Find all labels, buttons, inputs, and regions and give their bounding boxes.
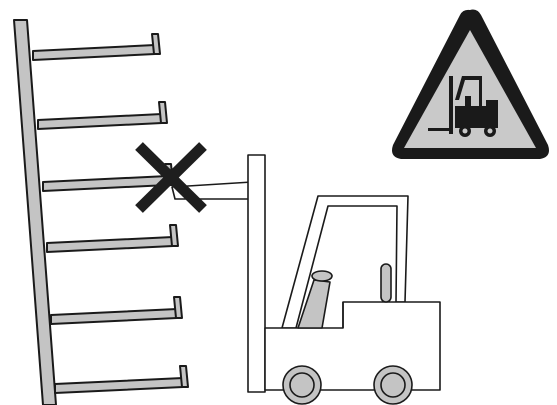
rack-arm bbox=[51, 297, 182, 324]
forklift-steering bbox=[381, 264, 391, 302]
forklift-seat-top bbox=[312, 271, 332, 281]
forklift-rear-hub bbox=[381, 373, 405, 397]
forklift-front-hub bbox=[290, 373, 314, 397]
forklift-icon bbox=[172, 155, 440, 404]
rack-arm bbox=[43, 164, 173, 191]
rack-arm bbox=[55, 366, 188, 393]
cantilever-rack-icon bbox=[14, 20, 188, 405]
rack-arm bbox=[33, 34, 160, 60]
rack-arm bbox=[47, 225, 178, 252]
forklift-mast bbox=[248, 155, 265, 392]
rack-upright bbox=[14, 20, 56, 405]
rack-arm bbox=[38, 102, 167, 129]
forklift-warning-sign-icon bbox=[392, 10, 549, 159]
